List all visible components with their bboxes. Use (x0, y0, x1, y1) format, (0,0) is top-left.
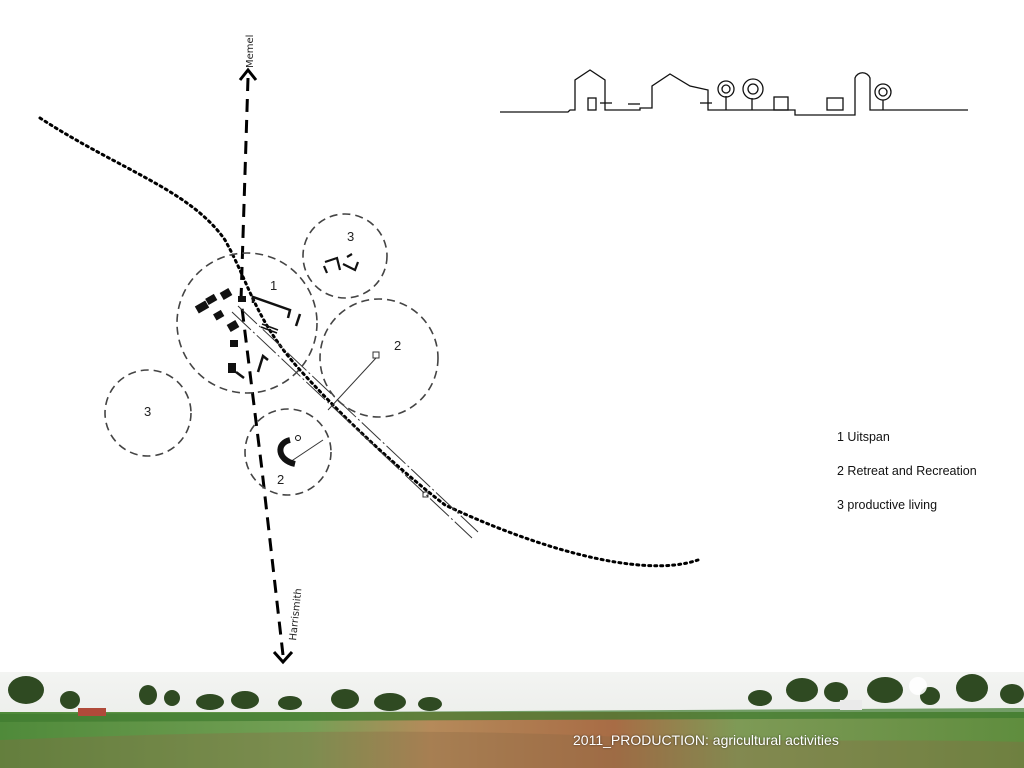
panorama-photo (0, 672, 1024, 768)
uitspan-outbuildings (235, 295, 302, 379)
section-sketch (500, 69, 968, 116)
uitspan-buildings (194, 288, 246, 373)
zone-number-retreat-east: 2 (394, 338, 402, 353)
zone-circle-productive-north (302, 213, 388, 299)
arrow-north-icon (238, 67, 258, 81)
arrow-south-icon (272, 650, 294, 665)
zone-circle-retreat-south (244, 408, 332, 496)
zone-number-retreat-south: 2 (277, 472, 285, 487)
legend-item-productive: 3 productive living (837, 498, 938, 512)
legend-item-retreat: 2 Retreat and Recreation (837, 464, 977, 478)
zone-number-productive-west: 3 (144, 404, 152, 419)
zone-number-productive-north: 3 (347, 229, 355, 244)
panorama-caption: 2011_PRODUCTION: agricultural activities (573, 732, 839, 748)
access-road (231, 305, 479, 539)
main-road-dashed (239, 77, 285, 656)
retreat-south-building (277, 437, 296, 467)
productive-north-buildings (322, 253, 360, 274)
legend: 1 Uitspan 2 Retreat and Recreation 3 pro… (837, 430, 977, 532)
river-dotted-line (38, 116, 700, 568)
zone-circle-productive-west (104, 369, 192, 457)
uitspan-hatch (260, 323, 279, 334)
legend-item-uitspan: 1 Uitspan (837, 430, 890, 444)
road-label-memel: Memel (245, 34, 256, 68)
zone-circle-retreat-east (319, 298, 439, 418)
zone-circle-uitspan (176, 252, 318, 394)
zone-number-uitspan: 1 (270, 278, 278, 293)
